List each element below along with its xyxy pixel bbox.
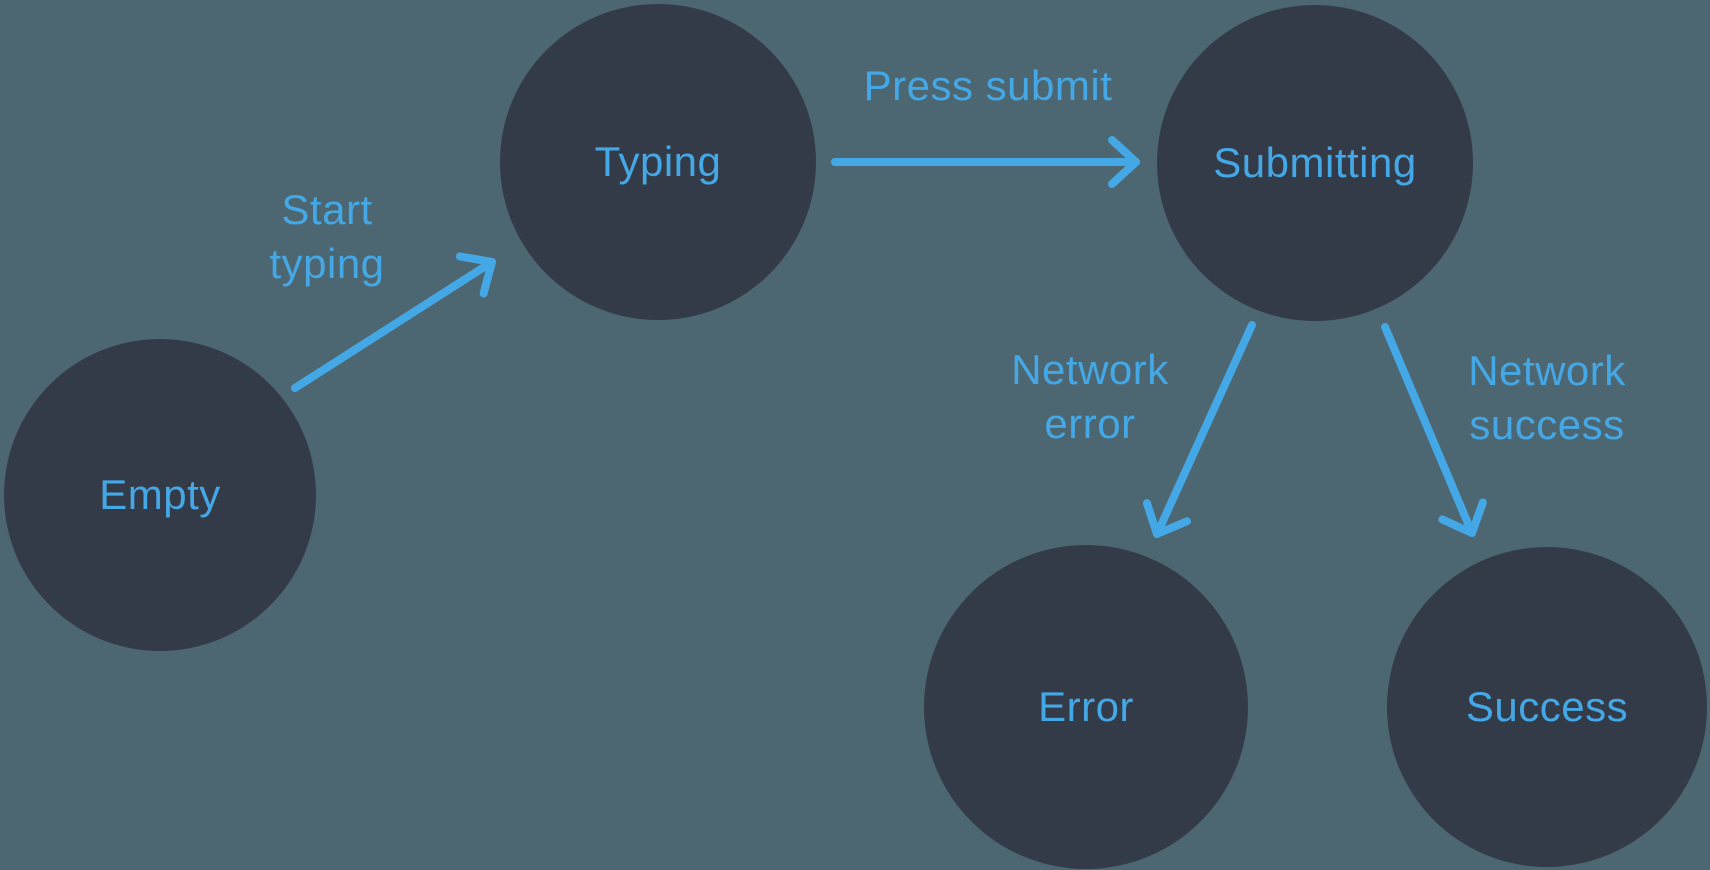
transition-arrow-start-typing [291, 252, 496, 392]
transition-label-line: Start [281, 186, 373, 233]
state-node-submitting: Submitting [1157, 5, 1473, 321]
state-node-label: Empty [99, 471, 221, 518]
transition-label-line: Network [1468, 347, 1626, 394]
transition-label-network-success: Network success [1468, 344, 1626, 452]
transition-label-line: typing [269, 240, 385, 287]
transition-label-line: success [1469, 401, 1625, 448]
transition-arrow-network-error [1142, 321, 1256, 538]
transition-label-press-submit: Press submit [864, 59, 1113, 113]
transition-arrow-network-success [1381, 323, 1487, 537]
state-node-label: Success [1465, 683, 1629, 730]
state-node-success: Success [1387, 547, 1707, 867]
state-node-error: Error [924, 545, 1248, 869]
state-node-typing: Typing [500, 4, 816, 320]
state-node-label: Typing [594, 138, 722, 185]
transition-label-line: error [1044, 400, 1136, 447]
state-node-label: Submitting [1213, 139, 1417, 186]
state-node-empty: Empty [4, 339, 316, 651]
transition-label-line: Network [1011, 346, 1169, 393]
state-node-label: Error [1038, 683, 1134, 730]
transition-label-network-error: Network error [1011, 343, 1169, 451]
transition-label-line: Press submit [863, 62, 1113, 109]
transition-label-start-typing: Start typing [269, 183, 384, 291]
